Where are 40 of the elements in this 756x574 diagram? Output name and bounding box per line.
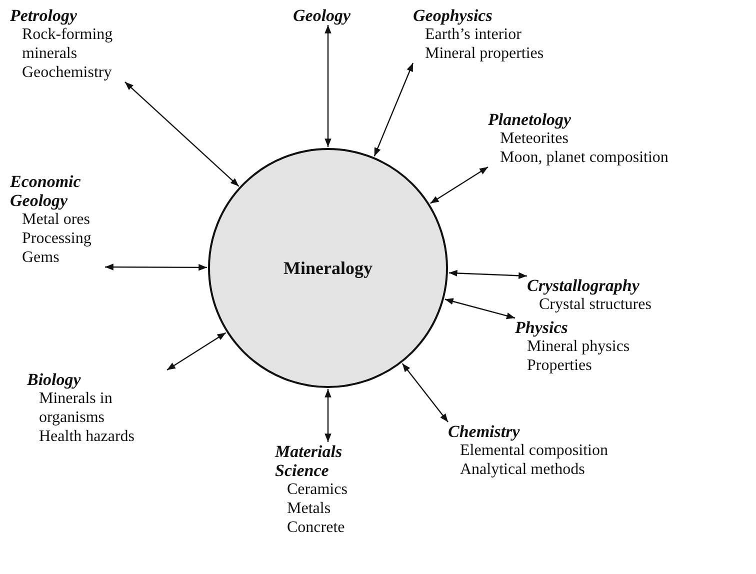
center-label: Mineralogy bbox=[284, 258, 372, 278]
topic-text: Metal ores bbox=[22, 210, 91, 229]
field-heading: Economic Geology bbox=[10, 172, 82, 210]
field-heading: Planetology bbox=[488, 110, 572, 129]
topic-text: Analytical methods bbox=[460, 460, 586, 479]
double-arrow bbox=[374, 62, 414, 156]
double-arrow bbox=[448, 270, 528, 280]
topic-text: Properties bbox=[527, 356, 593, 375]
topic-text: Metals bbox=[287, 499, 332, 518]
field-heading: Physics bbox=[515, 318, 569, 337]
topic-text: Crystal structures bbox=[539, 295, 652, 314]
topic-text: Geochemistry bbox=[22, 63, 113, 82]
double-arrow bbox=[166, 332, 226, 370]
double-arrow bbox=[324, 389, 332, 442]
topic-text: Elemental composition bbox=[460, 441, 608, 460]
double-arrow bbox=[324, 25, 332, 147]
topic-text: Gems bbox=[22, 248, 60, 267]
field-heading: Geology bbox=[293, 6, 351, 25]
topic-text: Health hazards bbox=[39, 427, 136, 446]
double-arrow bbox=[430, 166, 488, 204]
topic-text: Rock-forming minerals bbox=[22, 25, 114, 63]
double-arrow bbox=[124, 82, 240, 187]
field-heading: Biology bbox=[27, 370, 82, 389]
topic-text: Earth’s interior bbox=[425, 25, 522, 44]
field-heading: Crystallography bbox=[527, 276, 640, 295]
topic-text: Ceramics bbox=[287, 480, 348, 499]
topic-text: Concrete bbox=[287, 518, 346, 537]
topic-text: Moon, planet composition bbox=[500, 148, 668, 167]
topic-text: Meteorites bbox=[500, 129, 570, 148]
topic-text: Processing bbox=[22, 229, 92, 248]
double-arrow bbox=[402, 363, 448, 422]
field-heading: Materials Science bbox=[275, 442, 344, 480]
topic-text: Mineral properties bbox=[425, 44, 544, 63]
field-heading: Chemistry bbox=[448, 422, 521, 441]
double-arrow bbox=[105, 264, 207, 271]
topic-text: Minerals in organisms bbox=[39, 389, 114, 427]
field-heading: Petrology bbox=[10, 6, 78, 25]
field-heading: Geophysics bbox=[413, 6, 494, 25]
topic-text: Mineral physics bbox=[527, 337, 630, 356]
double-arrow bbox=[444, 298, 516, 320]
